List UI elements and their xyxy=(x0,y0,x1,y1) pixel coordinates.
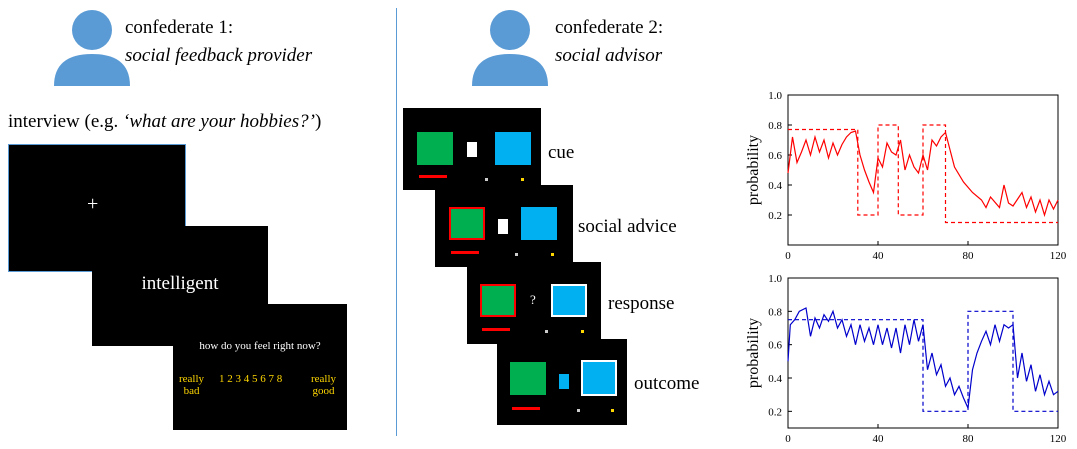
y-tick-label: 0.6 xyxy=(768,340,782,352)
fixation-cross: + xyxy=(87,193,99,215)
response-label: response xyxy=(608,293,675,314)
response-screen: ? xyxy=(467,262,601,344)
confederate-1-title: confederate 1: xyxy=(125,17,234,38)
x-tick-label: 0 xyxy=(785,250,791,262)
estimated-probability-line xyxy=(787,307,1059,411)
person-avatar-icon xyxy=(54,10,130,86)
interview-caption: interview (e.g. ‘what are your hobbies?’… xyxy=(8,111,322,132)
x-tick-label: 40 xyxy=(873,433,885,445)
rating-question: how do you feel right now? xyxy=(199,340,321,352)
y-tick-label: 0.8 xyxy=(768,306,782,318)
x-tick-label: 120 xyxy=(1050,433,1067,445)
y-tick-label: 0.6 xyxy=(768,150,782,162)
true-probability-line xyxy=(788,124,1058,224)
y-axis-label: probability xyxy=(745,135,762,205)
outcome-screen xyxy=(497,339,627,425)
social-advice-label: social advice xyxy=(578,216,677,237)
estimated-probability-line xyxy=(787,130,1059,218)
x-tick-label: 0 xyxy=(785,433,791,445)
probability-chart-top: 0 40 80 120 0.2 0.4 0.6 0.8 1.0 probability xyxy=(745,90,1067,262)
y-tick-label: 1.0 xyxy=(768,273,782,285)
x-tick-label: 80 xyxy=(963,250,975,262)
y-tick-label: 0.8 xyxy=(768,120,782,132)
y-tick-label: 0.2 xyxy=(768,406,782,418)
y-tick-label: 0.4 xyxy=(768,373,782,385)
confederate-1-role: social feedback provider xyxy=(125,45,313,66)
confederate-2-role: social advisor xyxy=(555,45,663,66)
feedback-word: intelligent xyxy=(141,273,219,294)
y-tick-label: 1.0 xyxy=(768,90,782,102)
y-axis-label: probability xyxy=(745,318,762,388)
rating-scale: 1 2 3 4 5 6 7 8 xyxy=(219,373,283,385)
person-avatar-icon xyxy=(472,10,548,86)
true-probability-line xyxy=(788,310,1058,412)
probability-chart-bottom: 0 40 80 120 0.2 0.4 0.6 0.8 1.0 probability xyxy=(745,273,1067,445)
x-tick-label: 40 xyxy=(873,250,885,262)
outcome-label: outcome xyxy=(634,373,700,394)
x-tick-label: 120 xyxy=(1050,250,1067,262)
response-mark: ? xyxy=(530,292,536,307)
y-tick-label: 0.4 xyxy=(768,180,782,192)
x-tick-label: 80 xyxy=(963,433,975,445)
panel-divider xyxy=(396,8,397,436)
advice-screen xyxy=(435,185,573,267)
cue-screen xyxy=(403,108,541,190)
cue-label: cue xyxy=(548,142,575,163)
y-tick-label: 0.2 xyxy=(768,210,782,222)
confederate-2-title: confederate 2: xyxy=(555,17,664,38)
